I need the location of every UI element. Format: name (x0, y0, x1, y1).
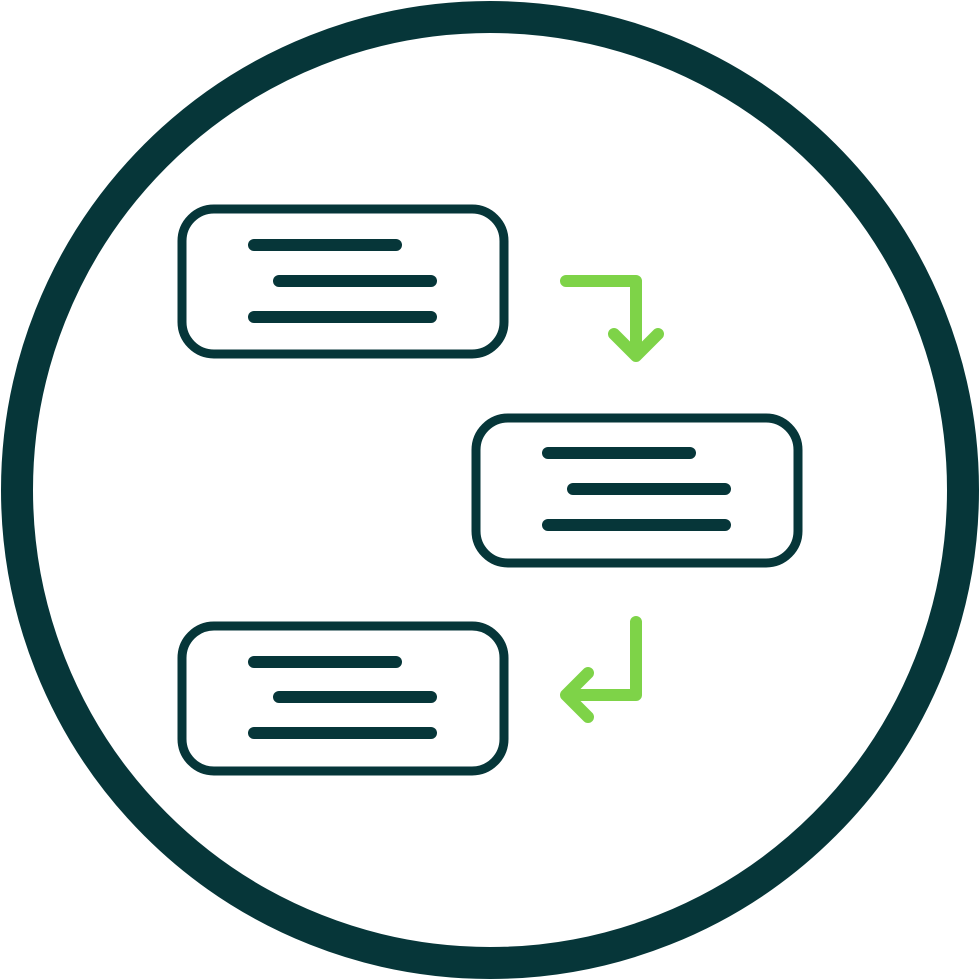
step-card-2 (471, 413, 803, 568)
step-card-1-frame (177, 204, 509, 359)
arrow-down-left-shaft (564, 616, 642, 701)
step-card-2-frame (471, 413, 803, 568)
arrow-right-down-head (608, 328, 664, 362)
arrow-down-left-icon (560, 616, 642, 723)
arrow-right-down-shaft (560, 275, 642, 358)
step-card-3-frame (177, 621, 509, 776)
step-card-1 (177, 204, 509, 359)
step-card-3 (177, 621, 509, 776)
arrow-down-left-head (560, 667, 594, 723)
arrow-right-down-icon (560, 275, 664, 362)
